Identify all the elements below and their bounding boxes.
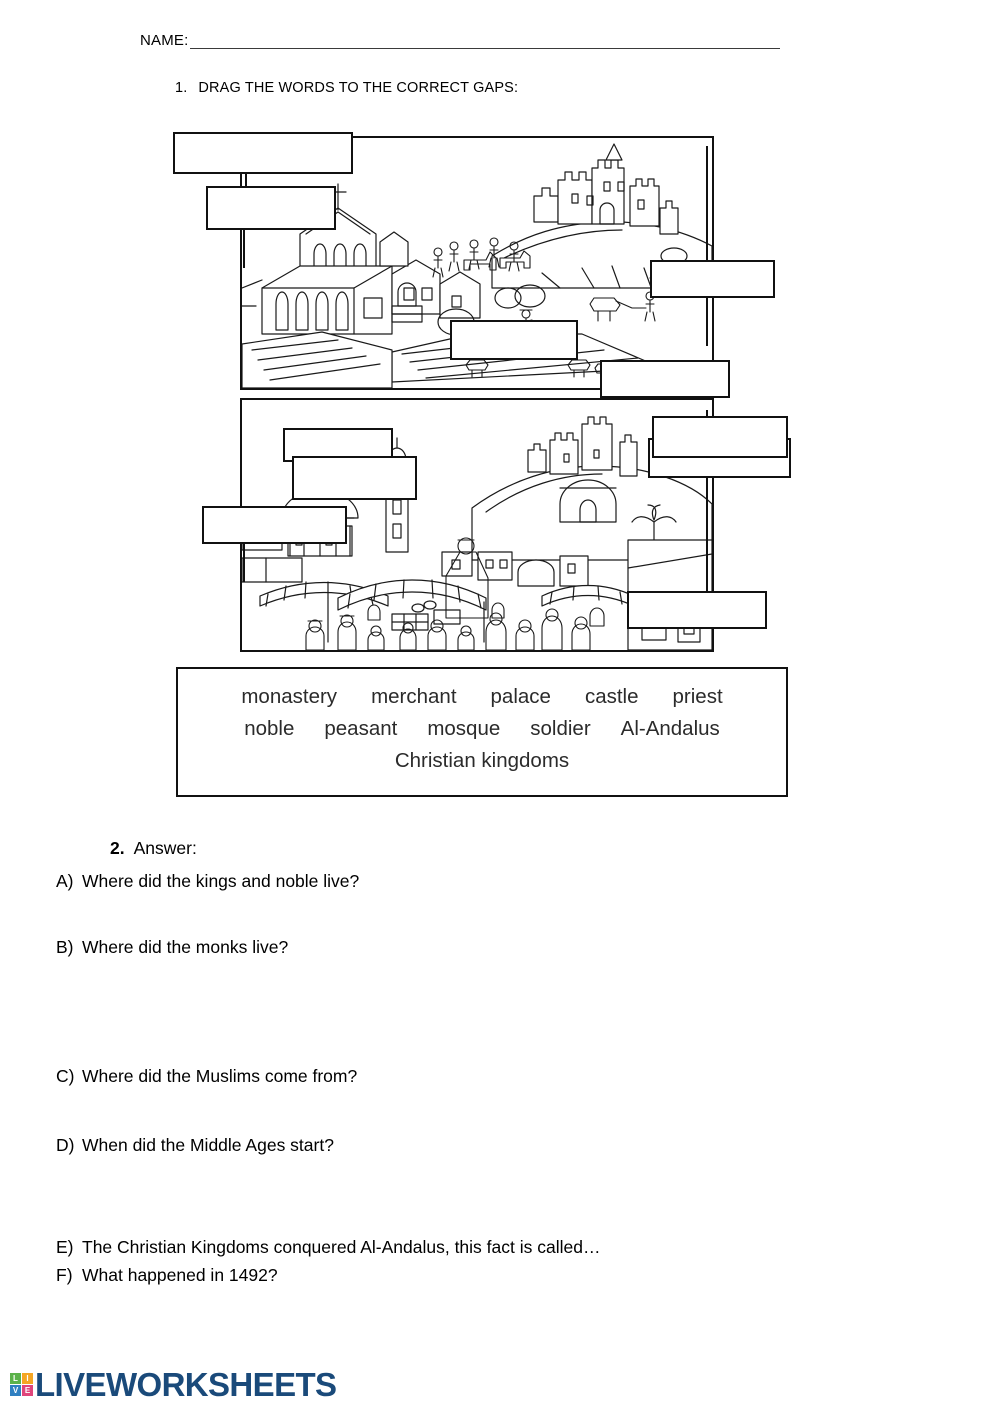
word-castle[interactable]: castle <box>584 685 639 708</box>
logo-tile-l: L <box>10 1373 21 1384</box>
question-c-text: Where did the Muslims come from? <box>82 1066 358 1086</box>
question-e: E) The Christian Kingdoms conquered Al-An… <box>56 1237 600 1258</box>
logo-tile-e: E <box>22 1385 33 1396</box>
question-e-text: The Christian Kingdoms conquered Al-Anda… <box>82 1237 601 1257</box>
word-monastery[interactable]: monastery <box>241 685 338 708</box>
logo-tile-i: I <box>22 1373 33 1384</box>
word-soldier[interactable]: soldier <box>530 717 591 740</box>
question-b: B) Where did the monks live? <box>56 937 288 958</box>
liveworksheets-logo[interactable]: L I V E LIVEWORKSHEETS <box>10 1366 337 1403</box>
word-bank-row-1: monastery merchant palace castle priest <box>178 685 786 709</box>
gap-box-8[interactable] <box>202 506 347 544</box>
al-andalus-drawing <box>242 416 712 650</box>
connector-9 <box>706 410 708 600</box>
gap-box-11[interactable] <box>627 591 767 629</box>
gap-box-5[interactable] <box>600 360 730 398</box>
question-f-text: What happened in 1492? <box>82 1265 278 1285</box>
gap-box-10[interactable] <box>292 456 417 500</box>
connector-1 <box>245 168 247 198</box>
question-e-letter: E) <box>56 1237 74 1257</box>
gap-box-1[interactable] <box>173 132 353 174</box>
word-noble[interactable]: noble <box>244 717 295 740</box>
question-c: C) Where did the Muslims come from? <box>56 1066 357 1087</box>
word-christian-kingdoms[interactable]: Christian kingdoms <box>394 749 570 772</box>
connector-2 <box>243 228 245 268</box>
gap-box-3[interactable] <box>650 260 775 298</box>
question-c-letter: C) <box>56 1066 75 1086</box>
gap-box-4[interactable] <box>450 320 578 360</box>
task-1-instruction: 1. DRAG THE WORDS TO THE CORRECT GAPS: <box>175 80 518 96</box>
name-input-line[interactable] <box>189 34 780 49</box>
logo-tiles-icon: L I V E <box>10 1373 33 1396</box>
name-label: NAME: <box>140 32 189 49</box>
task-2-heading: 2. Answer: <box>110 838 197 859</box>
logo-wordmark: LIVEWORKSHEETS <box>35 1366 337 1403</box>
question-f: F) What happened in 1492? <box>56 1265 278 1286</box>
name-row: NAME: <box>140 32 780 49</box>
word-palace[interactable]: palace <box>490 685 551 708</box>
question-b-text: Where did the monks live? <box>82 937 289 957</box>
connector-8 <box>243 542 245 582</box>
task-1-text: DRAG THE WORDS TO THE CORRECT GAPS: <box>198 80 519 96</box>
top-scene-christian-town <box>240 136 714 390</box>
task-2-label: Answer: <box>133 838 197 858</box>
logo-tile-v: V <box>10 1385 21 1396</box>
question-f-letter: F) <box>56 1265 73 1285</box>
question-d-text: When did the Middle Ages start? <box>82 1135 334 1155</box>
word-mosque[interactable]: mosque <box>427 717 501 740</box>
word-priest[interactable]: priest <box>672 685 723 708</box>
connector-3 <box>706 146 708 346</box>
word-merchant[interactable]: merchant <box>371 685 457 708</box>
word-bank-row-3: Christian kingdoms <box>178 749 786 773</box>
task-1-number: 1. <box>175 80 188 96</box>
question-d: D) When did the Middle Ages start? <box>56 1135 334 1156</box>
word-bank: monastery merchant palace castle priest … <box>176 667 788 797</box>
question-a: A) Where did the kings and noble live? <box>56 871 359 892</box>
word-bank-row-2: noble peasant mosque soldier Al-Andalus <box>178 717 786 741</box>
word-peasant[interactable]: peasant <box>324 717 398 740</box>
question-d-letter: D) <box>56 1135 75 1155</box>
question-b-letter: B) <box>56 937 74 957</box>
question-a-text: Where did the kings and noble live? <box>82 871 360 891</box>
gap-box-9[interactable] <box>652 416 788 458</box>
question-a-letter: A) <box>56 871 74 891</box>
word-al-andalus[interactable]: Al-Andalus <box>620 717 720 740</box>
drag-and-drop-figure <box>0 118 1000 658</box>
gap-box-2[interactable] <box>206 186 336 230</box>
task-2-number: 2. <box>110 838 125 858</box>
christian-town-drawing <box>242 143 712 388</box>
